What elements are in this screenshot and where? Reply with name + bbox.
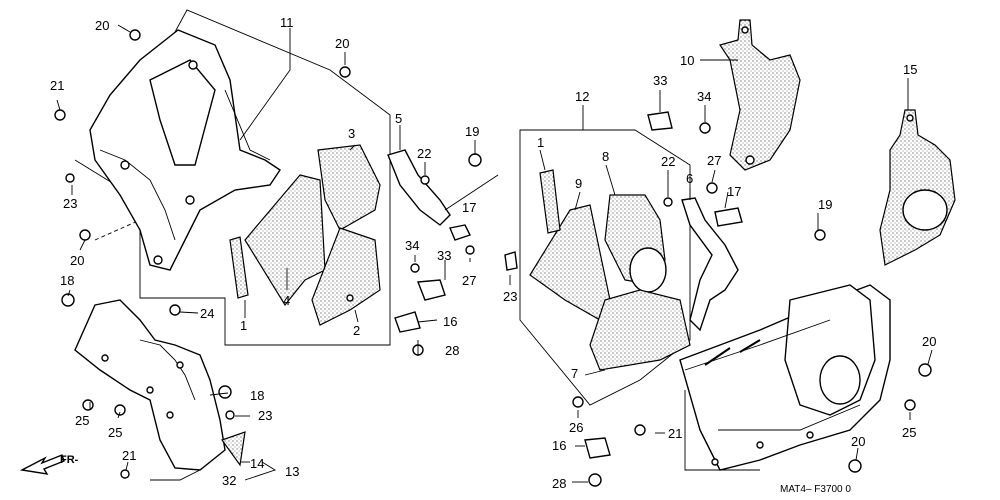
front-direction-arrow: FR- bbox=[19, 454, 79, 475]
callout-6: 6 bbox=[686, 171, 693, 186]
callout-4: 4 bbox=[283, 293, 290, 308]
panel-7 bbox=[589, 289, 691, 371]
callout-27: 27 bbox=[462, 273, 476, 288]
callout-16: 16 bbox=[552, 438, 566, 453]
strip-1-right bbox=[539, 169, 561, 234]
fasteners-right bbox=[504, 122, 932, 487]
callout-32: 32 bbox=[222, 473, 236, 488]
callout-28: 28 bbox=[445, 343, 459, 358]
callout-24: 24 bbox=[200, 306, 214, 321]
leader-lines-left bbox=[56, 24, 499, 481]
clip-17-left bbox=[449, 224, 471, 241]
callout-27: 27 bbox=[707, 153, 721, 168]
callout-23: 23 bbox=[258, 408, 272, 423]
panel-3 bbox=[317, 144, 381, 231]
callout-22: 22 bbox=[661, 154, 675, 169]
panel-4 bbox=[244, 174, 326, 307]
callout-20: 20 bbox=[95, 18, 109, 33]
callout-21: 21 bbox=[668, 426, 682, 441]
leader-lines-right bbox=[509, 59, 933, 483]
callout-33: 33 bbox=[653, 73, 667, 88]
callout-12: 12 bbox=[575, 89, 589, 104]
clip-17-right bbox=[714, 207, 743, 227]
fasteners-left bbox=[54, 29, 482, 479]
callout-1: 1 bbox=[537, 135, 544, 150]
bracket-16-right bbox=[584, 437, 611, 459]
callout-33: 33 bbox=[437, 248, 451, 263]
callout-17: 17 bbox=[727, 184, 741, 199]
right-group-outline bbox=[519, 129, 760, 471]
callout-19: 19 bbox=[818, 197, 832, 212]
callout-20: 20 bbox=[70, 253, 84, 268]
bracket-33-right bbox=[647, 111, 673, 131]
bracket-33-left bbox=[417, 279, 446, 301]
callout-14: 14 bbox=[250, 456, 264, 471]
callout-21: 21 bbox=[50, 78, 64, 93]
callout-25: 25 bbox=[108, 425, 122, 440]
callout-34: 34 bbox=[697, 89, 711, 104]
callout-7: 7 bbox=[571, 366, 578, 381]
callout-1: 1 bbox=[240, 318, 247, 333]
callout-22: 22 bbox=[417, 146, 431, 161]
heat-shield-10 bbox=[719, 19, 801, 171]
bracket-5 bbox=[387, 149, 451, 226]
callout-19: 19 bbox=[465, 124, 479, 139]
lower-cowl bbox=[679, 284, 891, 471]
callout-16: 16 bbox=[443, 314, 457, 329]
callout-13: 13 bbox=[285, 464, 299, 479]
callout-10: 10 bbox=[680, 53, 694, 68]
callout-3: 3 bbox=[348, 126, 355, 141]
diagram-code: MAT4– F3700 0 bbox=[780, 484, 851, 495]
callout-18: 18 bbox=[60, 273, 74, 288]
bracket-6 bbox=[681, 197, 739, 332]
callout-25: 25 bbox=[902, 425, 916, 440]
panel-9 bbox=[529, 204, 611, 321]
callout-18: 18 bbox=[250, 388, 264, 403]
callout-23: 23 bbox=[503, 289, 517, 304]
callout-15: 15 bbox=[903, 62, 917, 77]
bracket-16-left bbox=[394, 311, 421, 333]
fr-label: FR- bbox=[60, 454, 79, 466]
callout-21: 21 bbox=[122, 448, 136, 463]
lower-inner-panel-32 bbox=[74, 299, 226, 471]
callout-20: 20 bbox=[851, 434, 865, 449]
strip-1 bbox=[229, 236, 249, 299]
callout-25: 25 bbox=[75, 413, 89, 428]
callout-9: 9 bbox=[575, 176, 582, 191]
callout-labels: 20 11 20 21 3 5 22 19 23 17 20 34 33 4 1… bbox=[50, 15, 936, 495]
panel-2 bbox=[311, 227, 381, 326]
callout-23: 23 bbox=[63, 196, 77, 211]
callout-34: 34 bbox=[405, 238, 419, 253]
callout-5: 5 bbox=[395, 111, 402, 126]
callout-8: 8 bbox=[602, 149, 609, 164]
panel-8 bbox=[604, 194, 667, 293]
callout-17: 17 bbox=[462, 200, 476, 215]
callout-11: 11 bbox=[280, 15, 294, 30]
callout-20: 20 bbox=[922, 334, 936, 349]
piece-14 bbox=[221, 431, 246, 467]
callout-28: 28 bbox=[552, 476, 566, 491]
heat-shield-15 bbox=[879, 109, 956, 266]
callout-26: 26 bbox=[569, 420, 583, 435]
callout-20: 20 bbox=[335, 36, 349, 51]
callout-2: 2 bbox=[353, 323, 360, 338]
inner-fairing-upper-11 bbox=[89, 29, 281, 271]
